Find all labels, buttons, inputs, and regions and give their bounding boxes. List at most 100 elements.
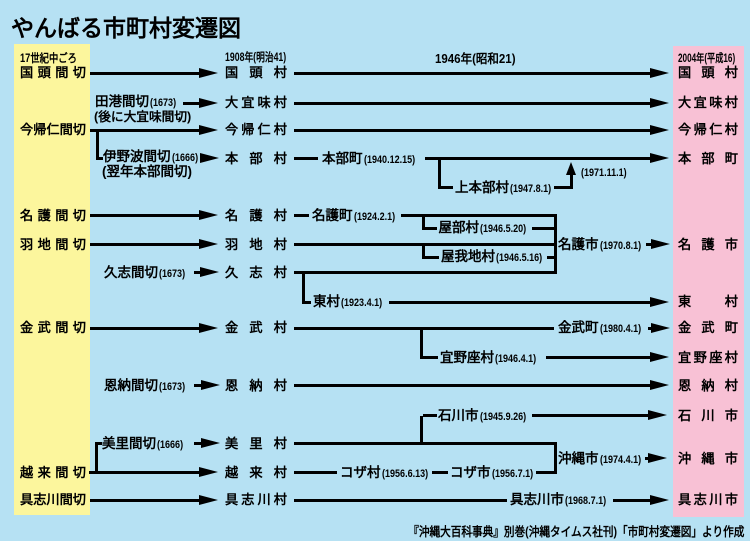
- kunigami-arrow2-shaft: [294, 71, 653, 75]
- ishikawa-arrow-head-icon: [648, 410, 667, 420]
- motobu-town-label: 本部町(1940.12.15): [322, 150, 415, 166]
- ginoza-2004: 宜野座村: [678, 349, 738, 365]
- yagaji-label: 屋我地村(1946.5.16): [441, 249, 543, 264]
- onna-1908: 恩納村: [225, 377, 287, 393]
- onna-arrow2-head-icon: [650, 380, 669, 390]
- ishikawa-misato-elbow: [420, 415, 423, 445]
- higashi-label: 東村(1923.4.1): [313, 294, 383, 309]
- nakijin-arrow2-shaft: [294, 128, 653, 132]
- kushi-1908: 久志村: [225, 264, 287, 280]
- connector-line: [96, 157, 103, 160]
- nago-2004: 名護市: [678, 236, 738, 252]
- kamimotobu-merge-date: (1971.11.1): [581, 167, 627, 179]
- source-caption: 『沖縄大百科事典』別巻(沖縄タイムス社刊)「市町村変遷図」より作成: [407, 525, 744, 539]
- nakijin-magiri: 今帰仁間切: [20, 122, 86, 137]
- motobu-kamimotobu-elbow: [437, 158, 441, 189]
- motobu-arrow2-shaft: [425, 157, 653, 160]
- okinawa-city-label: 沖縄市(1974.4.1): [558, 450, 641, 466]
- onna-2004: 恩納村: [678, 377, 738, 393]
- kushi-arrow-shaft: [194, 271, 203, 274]
- koza-village-label: コザ村(1956.6.13): [340, 464, 428, 480]
- era-17th-century-column: [14, 44, 90, 515]
- kin-1908: 金武村: [225, 320, 287, 335]
- connector-line: [304, 300, 311, 304]
- ginoza-arrow-head-icon: [650, 352, 669, 362]
- connector-line: [294, 326, 554, 330]
- connector-line: [440, 186, 453, 189]
- connector-line: [294, 243, 557, 246]
- nago-arrow-head-icon: [199, 210, 218, 220]
- haneji-arrow-head-icon: [199, 239, 218, 249]
- connector-line: [423, 414, 437, 417]
- diagram-title: やんばる市町村変遷図: [11, 15, 241, 41]
- gushikawa-1908: 具志川村: [225, 492, 287, 507]
- haneji-arrow-shaft: [90, 243, 202, 246]
- kin-2004: 金武町: [678, 320, 738, 335]
- ishikawa-2004: 石川市: [678, 407, 738, 423]
- onna-arrow2-shaft: [294, 384, 653, 387]
- yabu-label: 屋部村(1946.5.20): [438, 220, 527, 235]
- connector-line: [401, 214, 557, 217]
- era-header-1946: 1946年(昭和21): [435, 52, 516, 66]
- ishikawa-city-label: 石川市(1945.9.26): [438, 407, 526, 423]
- ogimi-arrow-shaft: [183, 101, 202, 105]
- nakijin-arrow-shaft: [90, 128, 202, 132]
- nakijin-arrow-head-icon: [199, 124, 218, 135]
- kin-arrow-shaft: [90, 326, 202, 330]
- ogimi-arrow2-head-icon: [650, 97, 669, 108]
- onna-magiri-label: 恩納間切(1673): [104, 377, 186, 393]
- connector-line: [432, 471, 448, 474]
- okinawa-city-arrow-head-icon: [648, 453, 667, 463]
- connector-line: [425, 226, 437, 230]
- kunigami-2004: 国頭村: [678, 65, 738, 80]
- connector-line: [94, 442, 102, 445]
- nago-city-merge-line: [554, 214, 557, 274]
- era-header-1908: 1908年(明治41): [225, 51, 287, 64]
- kunigami-arrow-shaft: [90, 71, 202, 75]
- kushi-arrow-head-icon: [200, 267, 219, 277]
- nakijin-2004: 今帰仁村: [678, 122, 738, 137]
- nakijin-1908: 今帰仁村: [225, 122, 287, 137]
- connector-line: [294, 214, 309, 217]
- era-header-2004: 2004年(平成16): [678, 53, 736, 65]
- kunigami-1908: 国頭村: [225, 65, 287, 80]
- kin-magiri: 金武間切: [20, 320, 86, 335]
- nago-arrow-shaft: [90, 214, 202, 217]
- gushikawa-magiri: 具志川間切: [20, 492, 86, 507]
- ginoza-label: 宜野座村(1946.4.1): [440, 349, 537, 365]
- kin-town-arrow-head-icon: [651, 322, 670, 333]
- higashi-arrow-head-icon: [650, 296, 669, 307]
- kushi-higashi-elbow: [301, 272, 305, 304]
- kushi-magiri-label: 久志間切(1673): [104, 264, 186, 280]
- gushikawa-city-arrow-head-icon: [650, 494, 669, 505]
- gushikawa-2004: 具志川市: [678, 492, 738, 507]
- onna-arrow-shaft: [194, 384, 204, 387]
- gushikawa-arrow-shaft: [90, 498, 202, 502]
- goeku-arrow-shaft: [89, 471, 202, 474]
- connector-line: [294, 442, 557, 445]
- okinawa-2004: 沖縄市: [678, 450, 738, 466]
- nakijin-arrow2-head-icon: [650, 124, 669, 135]
- kin-town-label: 金武町(1980.4.1): [558, 320, 641, 335]
- misato-goeku-elbow: [94, 443, 98, 474]
- gushikawa-arrow-head-icon: [199, 494, 218, 505]
- taminato-note: (後に大宜味間切): [94, 109, 192, 124]
- connector-line: [424, 255, 439, 259]
- nago-yabu-elbow: [422, 215, 425, 230]
- misato-arrow-shaft: [194, 442, 204, 445]
- connector-line: [294, 498, 507, 502]
- era-header-17th-century: 17世紀中ごろ: [20, 53, 77, 65]
- motobu-arrow2-head-icon: [650, 153, 669, 163]
- nago-city-label: 名護市(1970.8.1): [558, 236, 641, 252]
- okinawa-city-merge-line: [554, 442, 557, 474]
- ogimi-1908: 大宜味村: [225, 95, 287, 110]
- misato-arrow-head-icon: [201, 438, 220, 448]
- nago-1908: 名護村: [225, 207, 287, 223]
- motobu-1908: 本部村: [225, 150, 287, 166]
- nago-city-arrow-head-icon: [651, 239, 670, 249]
- onna-arrow-head-icon: [201, 380, 220, 390]
- gushikawa-city-arrow-shaft: [613, 498, 653, 502]
- connector-line: [294, 157, 318, 160]
- era-2004-column: [673, 46, 744, 517]
